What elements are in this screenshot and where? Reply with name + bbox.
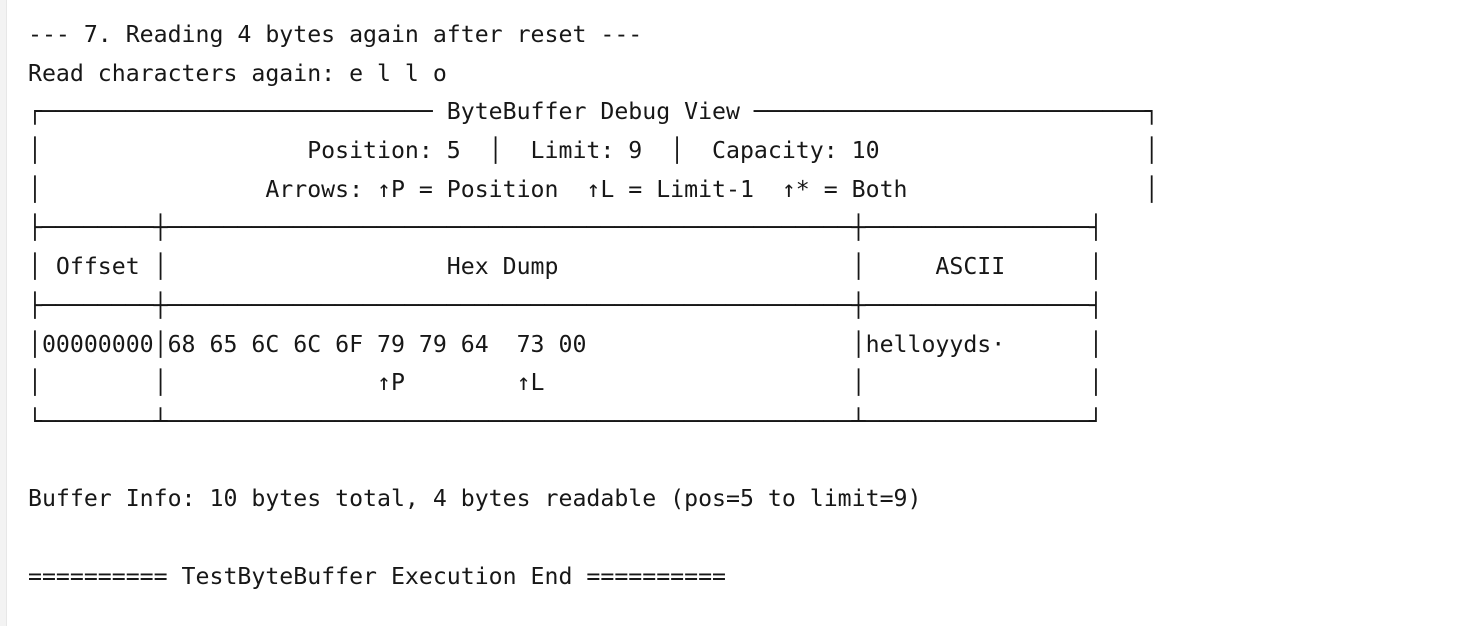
line-table-arrow-row: │ │ ↑P ↑L │ │	[28, 369, 1103, 397]
line-table-separator-top: ├────────┼──────────────────────────────…	[28, 214, 1103, 242]
line-buffer-info: Buffer Info: 10 bytes total, 4 bytes rea…	[28, 485, 922, 513]
line-table-bottom: └────────┴──────────────────────────────…	[28, 407, 1103, 435]
terminal-output: --- 7. Reading 4 bytes again after reset…	[28, 16, 1159, 596]
line-table-data-row: │00000000│68 65 6C 6C 6F 79 79 64 73 00 …	[28, 330, 1103, 358]
line-debug-box-top: ┌──────────────────────────── ByteBuffer…	[28, 98, 1159, 126]
line-debug-box-legend: │ Arrows: ↑P = Position ↑L = Limit-1 ↑* …	[28, 175, 1159, 203]
line-section-header: --- 7. Reading 4 bytes again after reset…	[28, 21, 643, 48]
line-read-result: Read characters again: e l l o	[28, 59, 447, 87]
line-blank-1	[28, 442, 1159, 481]
line-table-separator-mid: ├────────┼──────────────────────────────…	[28, 291, 1103, 319]
line-debug-box-stats: │ Position: 5 │ Limit: 9 │ Capacity: 10 …	[28, 137, 1159, 165]
line-blank-2	[28, 519, 1159, 558]
left-gutter	[0, 0, 7, 626]
line-table-header: │ Offset │ Hex Dump │ ASCII │	[28, 253, 1103, 281]
line-execution-end: ========== TestByteBuffer Execution End …	[28, 562, 727, 590]
